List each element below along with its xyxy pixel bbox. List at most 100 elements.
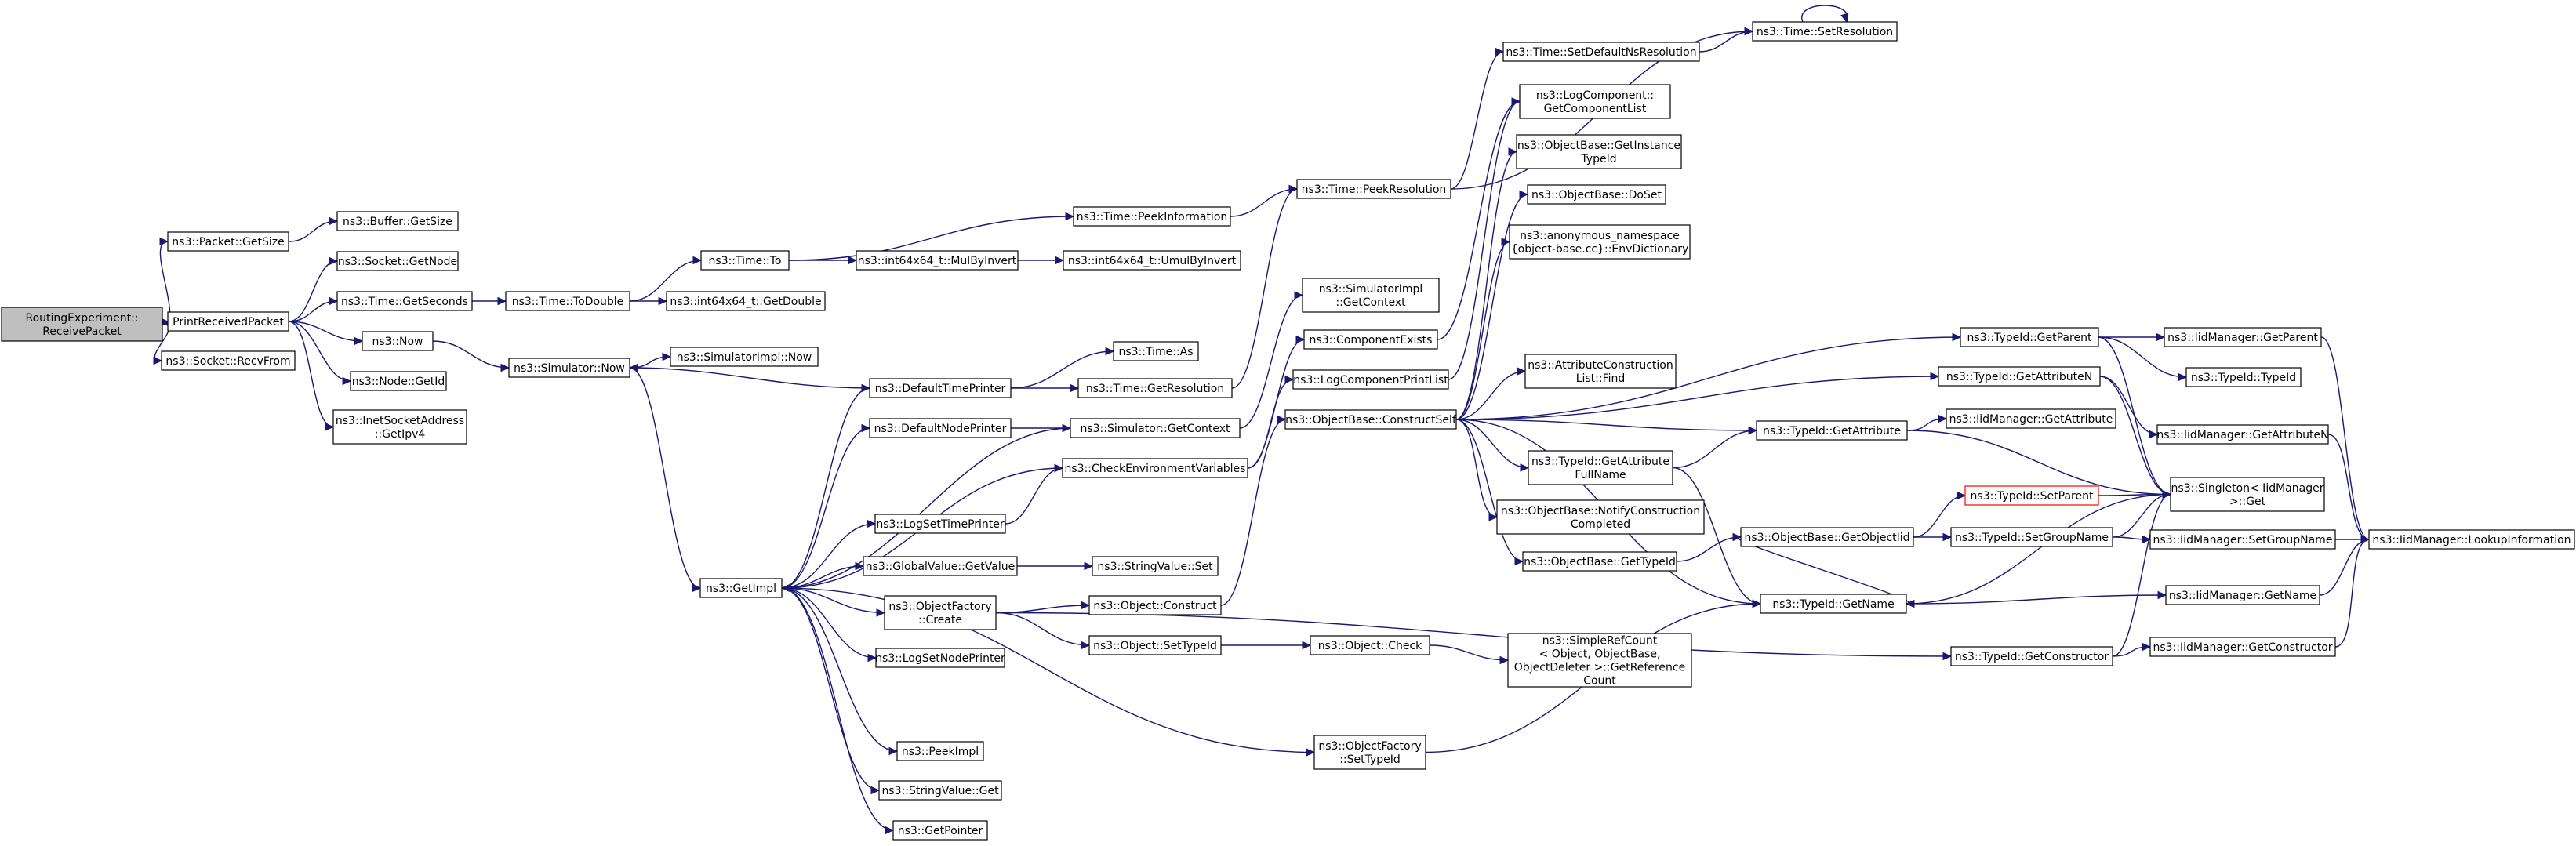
node-pkt-getsize[interactable]: ns3::Packet::GetSize [167,231,289,252]
node-label: ns3::Time::GetSeconds [341,296,468,308]
node-typeid-setparent[interactable]: ns3::TypeId::SetParent [1964,485,2099,506]
node-int64-mulbyinvert[interactable]: ns3::int64x64_t::MulByInvert [856,250,1019,271]
node-time-to[interactable]: ns3::Time::To [700,250,790,271]
node-iid-getname[interactable]: ns3::IidManager::GetName [2165,585,2320,605]
call-edge [1801,5,1849,24]
node-simplerefcount[interactable]: ns3::SimpleRefCount< Object, ObjectBase,… [1507,633,1692,688]
node-time-getseconds[interactable]: ns3::Time::GetSeconds [336,291,473,311]
node-anon-envdict[interactable]: ns3::anonymous_namespace{object-base.cc}… [1509,224,1691,260]
node-iid-lookupinfo[interactable]: ns3::IidManager::LookupInformation [2368,529,2575,550]
call-edge [1010,347,1115,389]
node-label: ns3::Time::As [1118,346,1193,358]
node-time-setres[interactable]: ns3::Time::SetResolution [1752,21,1898,42]
node-typeid-getname[interactable]: ns3::TypeId::GetName [1760,594,1907,614]
node-logsetnodeprinter[interactable]: ns3::LogSetNodePrinter [875,648,1005,668]
node-iid-getconstructor[interactable]: ns3::IidManager::GetConstructor [2149,637,2336,657]
node-time-setdefnsres[interactable]: ns3::Time::SetDefaultNsResolution [1502,42,1700,62]
node-sim-now[interactable]: ns3::Simulator::Now [508,358,630,378]
node-time-peekinfo[interactable]: ns3::Time::PeekInformation [1073,206,1231,227]
node-stringvalue-set[interactable]: ns3::StringValue::Set [1092,556,1219,576]
node-int64-getdouble[interactable]: ns3::int64x64_t::GetDouble [666,291,826,311]
node-peekimpl[interactable]: ns3::PeekImpl [896,741,984,761]
node-objbase-constructself[interactable]: ns3::ObjectBase::ConstructSelf [1284,409,1457,430]
node-iid-getattr[interactable]: ns3::IidManager::GetAttribute [1946,408,2116,429]
node-iid-getparent[interactable]: ns3::IidManager::GetParent [2164,327,2322,347]
node-time-todouble[interactable]: ns3::Time::ToDouble [505,291,630,311]
call-edge [1231,184,1299,389]
node-box [350,371,447,391]
node-box [1062,458,1248,478]
node-componentexists[interactable]: ns3::ComponentExists [1303,329,1438,350]
node-box [1528,450,1673,485]
node-logcomp-getcomplist[interactable]: ns3::LogComponent::GetComponentList [1519,84,1671,119]
node-simimpl-now[interactable]: ns3::SimulatorImpl::Now [670,347,819,367]
call-edge [788,212,1075,261]
call-edge [288,321,335,431]
node-node-getid[interactable]: ns3::Node::GetId [350,371,447,391]
node-root[interactable]: RoutingExperiment::ReceivePacket [1,307,163,342]
node-object-settypeid[interactable]: ns3::Object::SetTypeId [1088,635,1222,655]
node-typeid-getconstructor[interactable]: ns3::TypeId::GetConstructor [1950,646,2113,666]
node-objbase-gettypeid[interactable]: ns3::ObjectBase::GetTypeId [1522,551,1677,572]
node-objfactory-create[interactable]: ns3::ObjectFactory::Create [884,595,997,630]
call-edge [629,256,703,302]
node-typeid-setgroupname[interactable]: ns3::TypeId::SetGroupName [1950,527,2113,547]
node-sim-getcontext[interactable]: ns3::Simulator::GetContext [1070,418,1241,438]
node-sock-getnode[interactable]: ns3::Socket::GetNode [336,251,459,271]
node-printrecv[interactable]: PrintReceivedPacket [167,311,289,332]
node-logsettimeprinter[interactable]: ns3::LogSetTimePrinter [874,514,1006,534]
node-box [1070,418,1241,438]
node-getimpl[interactable]: ns3::GetImpl [699,578,783,598]
node-logcompprintlist[interactable]: ns3::LogComponentPrintList [1292,369,1449,390]
node-label: ns3::Time::PeekResolution [1302,183,1447,196]
node-stringvalue-get[interactable]: ns3::StringValue::Get [878,780,1002,801]
node-box [1077,378,1233,398]
node-label: ::SetTypeId [1339,753,1401,766]
node-objbase-notifyconstr[interactable]: ns3::ObjectBase::NotifyConstructionCompl… [1496,499,1705,535]
node-objbase-doset[interactable]: ns3::ObjectBase::DoSet [1527,184,1666,205]
call-edge [781,587,899,756]
node-box [1950,527,2113,547]
node-objfactory-settypeid[interactable]: ns3::ObjectFactory::SetTypeId [1313,735,1426,770]
node-singleton-get[interactable]: ns3::Singleton< IidManager>::Get [2170,477,2325,512]
node-iid-getattrn[interactable]: ns3::IidManager::GetAttributeN [2156,424,2329,445]
node-inet-getipv4[interactable]: ns3::InetSocketAddress::GetIpv4 [332,409,467,445]
node-checkenv[interactable]: ns3::CheckEnvironmentVariables [1062,458,1248,478]
node-time-as[interactable]: ns3::Time::As [1113,341,1199,361]
node-objbase-getobjectiid[interactable]: ns3::ObjectBase::GetObjectIid [1740,527,1914,547]
node-label: ns3::ObjectBase::ConstructSelf [1285,414,1457,427]
node-buf-getsize[interactable]: ns3::Buffer::GetSize [336,211,459,231]
node-object-check[interactable]: ns3::Object::Check [1310,635,1430,655]
node-label: ns3::Packet::GetSize [172,236,284,249]
node-int64-umulbyinvert[interactable]: ns3::int64x64_t::UmulByInvert [1063,250,1241,271]
node-time-peekres[interactable]: ns3::Time::PeekResolution [1296,179,1451,199]
node-typeid-getattrn[interactable]: ns3::TypeId::GetAttributeN [1938,366,2101,387]
node-defnodeprinter[interactable]: ns3::DefaultNodePrinter [869,418,1012,438]
node-label: >::Get [2229,496,2266,508]
node-now[interactable]: ns3::Now [362,331,434,351]
node-box [1938,366,2101,387]
node-object-construct[interactable]: ns3::Object::Construct [1088,595,1222,615]
node-getpointer[interactable]: ns3::GetPointer [892,820,988,841]
node-box [508,358,630,378]
node-typeid-getparent[interactable]: ns3::TypeId::GetParent [1960,327,2099,347]
node-globalvalue-getvalue[interactable]: ns3::GlobalValue::GetValue [863,556,1018,576]
node-recvfrom[interactable]: ns3::Socket::RecvFrom [161,350,296,371]
node-time-getres[interactable]: ns3::Time::GetResolution [1077,378,1233,398]
node-label: ns3::Time::GetResolution [1086,383,1224,395]
node-deftimeprinter[interactable]: ns3::DefaultTimePrinter [869,378,1012,398]
node-typeid-typeid[interactable]: ns3::TypeId::TypeId [2185,367,2302,387]
node-box [1310,635,1430,655]
node-label: ns3::SimulatorImpl [1319,283,1423,296]
node-simimpl-getcontext[interactable]: ns3::SimulatorImpl::GetContext [1302,278,1440,313]
node-typeid-getattr[interactable]: ns3::TypeId::GetAttribute [1756,420,1908,441]
node-box [1302,278,1440,313]
node-iid-setgroupname[interactable]: ns3::IidManager::SetGroupName [2149,529,2336,550]
node-box [2185,367,2302,387]
node-box [1088,595,1222,615]
node-label: ns3::Simulator::Now [514,362,625,375]
